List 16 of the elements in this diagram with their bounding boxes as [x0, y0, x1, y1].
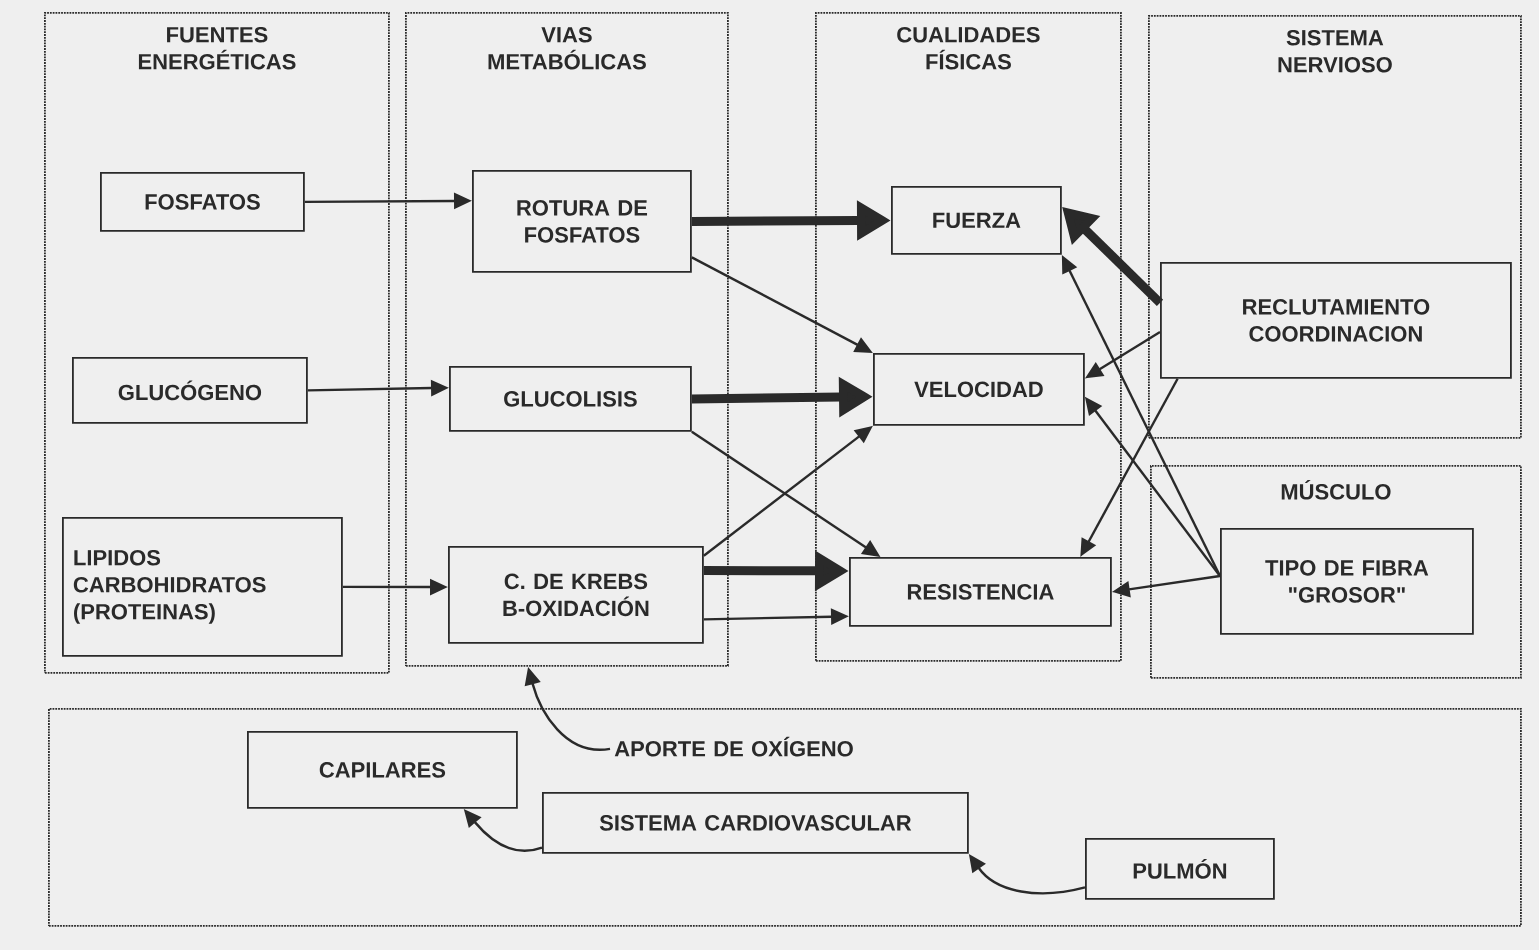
- process-box: RESISTENCIA: [849, 557, 1112, 627]
- process-box: TIPO DE FIBRA "GROSOR": [1220, 528, 1474, 635]
- process-box: ROTURA DE FOSFATOS: [472, 170, 692, 273]
- process-box: GLUCÓGENO: [72, 357, 308, 424]
- process-box: VELOCIDAD: [873, 353, 1085, 426]
- process-box: FOSFATOS: [100, 172, 305, 232]
- process-box: FUERZA: [891, 186, 1062, 255]
- process-box: C. DE KREBS B-OXIDACIÓN: [448, 546, 704, 644]
- process-box: SISTEMA CARDIOVASCULAR: [542, 792, 969, 854]
- process-box: RECLUTAMIENTO COORDINACION: [1160, 262, 1512, 379]
- process-box: LIPIDOS CARBOHIDRATOS (PROTEINAS): [62, 517, 343, 657]
- process-box: PULMÓN: [1085, 838, 1275, 900]
- panel: [48, 708, 1522, 927]
- process-box: GLUCOLISIS: [449, 366, 692, 432]
- process-box: CAPILARES: [247, 731, 518, 809]
- annotation-text: APORTE DE OXÍGENO: [614, 736, 853, 757]
